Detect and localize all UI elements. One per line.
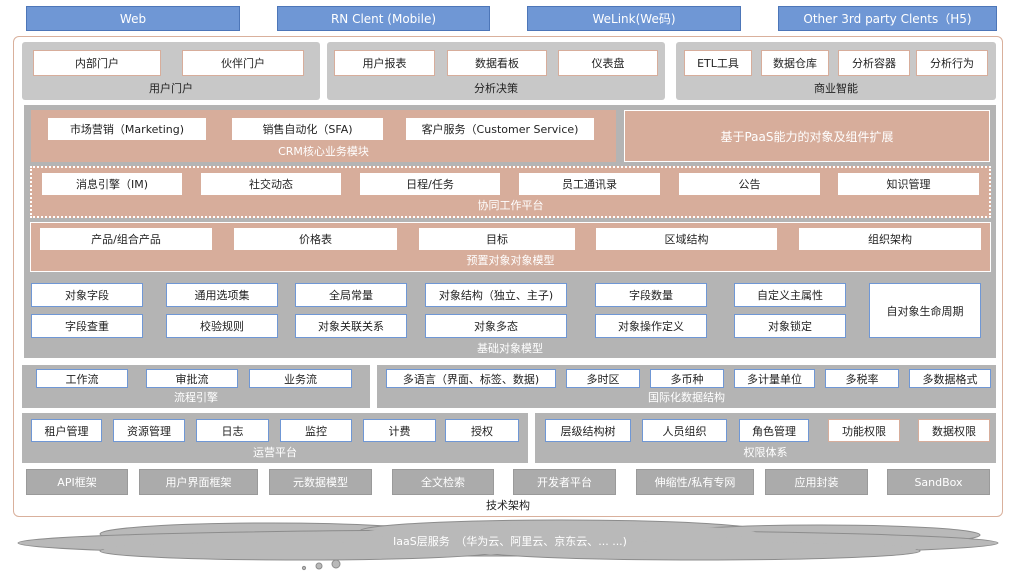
perm-people: 人员组织 <box>642 419 727 442</box>
base-lifecycle: 自对象生命周期 <box>869 283 981 338</box>
collab-social: 社交动态 <box>201 173 341 195</box>
collab-knowledge: 知识管理 <box>838 173 979 195</box>
i18n-format: 多数据格式 <box>909 369 991 388</box>
bi-behavior: 分析行为 <box>916 50 988 76</box>
client-web: Web <box>26 6 240 31</box>
ops-license: 授权 <box>445 419 519 442</box>
ops-tenant: 租户管理 <box>31 419 102 442</box>
base-validation: 校验规则 <box>166 314 278 338</box>
base-polymorph: 对象多态 <box>425 314 567 338</box>
bi-caption: 商业智能 <box>814 82 858 95</box>
collab-notice: 公告 <box>679 173 820 195</box>
tech-metadata: 元数据模型 <box>269 469 372 495</box>
flow-work: 工作流 <box>36 369 128 388</box>
bi-etl: ETL工具 <box>684 50 752 76</box>
base-global-const: 全局常量 <box>295 283 407 307</box>
client-rn-mobile: RN Clent (Mobile) <box>277 6 490 31</box>
crm-marketing: 市场营销（Marketing) <box>48 118 206 140</box>
collab-group <box>30 166 991 218</box>
iaas-cloud <box>17 519 999 571</box>
preset-org: 组织架构 <box>799 228 981 250</box>
paas-extension: 基于PaaS能力的对象及组件扩展 <box>624 110 990 162</box>
base-custom-attr: 自定义主属性 <box>734 283 846 307</box>
crm-sfa: 销售自动化（SFA) <box>232 118 383 140</box>
i18n-unit: 多计量单位 <box>734 369 815 388</box>
preset-caption: 预置对象对象模型 <box>466 253 555 267</box>
tech-developer: 开发者平台 <box>513 469 616 495</box>
portal-partner: 伙伴门户 <box>182 50 304 76</box>
bi-warehouse: 数据仓库 <box>761 50 829 76</box>
i18n-currency: 多币种 <box>650 369 724 388</box>
collab-caption: 协同工作平台 <box>477 198 544 212</box>
base-caption: 基础对象模型 <box>477 341 543 355</box>
tech-fulltext: 全文检索 <box>392 469 494 495</box>
ops-group <box>22 413 528 463</box>
iaas-label: IaaS层服务 （华为云、阿里云、京东云、... ...) <box>393 535 627 548</box>
tech-scalability: 伸缩性/私有专网 <box>636 469 754 495</box>
tech-packaging: 应用封装 <box>765 469 868 495</box>
portal-caption: 用户门户 <box>149 82 193 95</box>
analysis-caption: 分析决策 <box>474 82 518 95</box>
flow-approval: 审批流 <box>146 369 238 388</box>
perm-function: 功能权限 <box>828 419 900 442</box>
portal-internal: 内部门户 <box>33 50 161 76</box>
ops-caption: 运营平台 <box>253 445 297 459</box>
tech-api: API框架 <box>26 469 128 495</box>
tech-caption: 技术架构 <box>486 498 530 512</box>
preset-target: 目标 <box>419 228 575 250</box>
i18n-timezone: 多时区 <box>566 369 640 388</box>
flow-caption: 流程引擎 <box>174 390 218 404</box>
perm-data: 数据权限 <box>918 419 990 442</box>
client-third-party: Other 3rd party Clents（H5) <box>778 6 997 31</box>
crm-service: 客户服务（Customer Service) <box>406 118 594 140</box>
perm-caption: 权限体系 <box>743 445 788 459</box>
analysis-meter: 仪表盘 <box>558 50 658 76</box>
client-welink: WeLink(We码) <box>527 6 741 31</box>
bi-container: 分析容器 <box>838 50 910 76</box>
perm-hierarchy: 层级结构树 <box>545 419 631 442</box>
base-object-structure: 对象结构（独立、主子) <box>425 283 567 307</box>
base-relation: 对象关联关系 <box>295 314 407 338</box>
base-field-count: 字段数量 <box>595 283 707 307</box>
preset-pricelist: 价格表 <box>234 228 397 250</box>
analysis-report: 用户报表 <box>334 50 435 76</box>
analysis-dashboard: 数据看板 <box>447 50 547 76</box>
base-operation: 对象操作定义 <box>595 314 707 338</box>
base-field-dedup: 字段查重 <box>31 314 143 338</box>
i18n-language: 多语言（界面、标签、数据) <box>386 369 556 388</box>
ops-log: 日志 <box>196 419 269 442</box>
ops-monitor: 监控 <box>280 419 352 442</box>
base-lock: 对象锁定 <box>734 314 846 338</box>
collab-schedule: 日程/任务 <box>360 173 500 195</box>
preset-product: 产品/组合产品 <box>40 228 212 250</box>
flow-business: 业务流 <box>249 369 352 388</box>
base-option-set: 通用选项集 <box>166 283 278 307</box>
preset-region: 区域结构 <box>596 228 777 250</box>
i18n-caption: 国际化数据结构 <box>648 390 725 404</box>
perm-role: 角色管理 <box>739 419 809 442</box>
tech-ui-framework: 用户界面框架 <box>139 469 258 495</box>
base-object-field: 对象字段 <box>31 283 143 307</box>
i18n-tax: 多税率 <box>825 369 899 388</box>
tech-sandbox: SandBox <box>887 469 990 495</box>
ops-resource: 资源管理 <box>113 419 185 442</box>
ops-billing: 计费 <box>363 419 436 442</box>
crm-caption: CRM核心业务模块 <box>278 144 369 158</box>
collab-im: 消息引擎（IM) <box>42 173 182 195</box>
collab-directory: 员工通讯录 <box>519 173 660 195</box>
